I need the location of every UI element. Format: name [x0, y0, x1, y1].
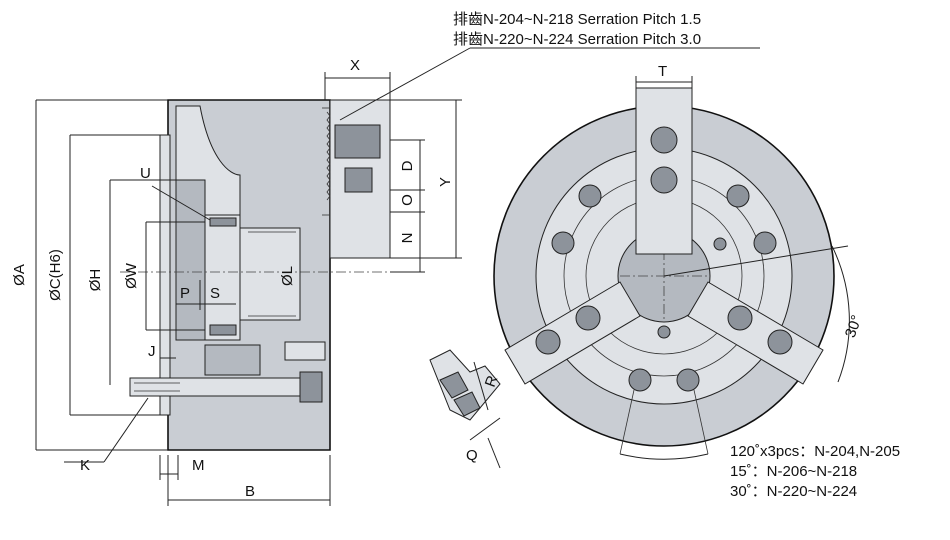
serration: [326, 111, 331, 201]
serration-detail: [429, 349, 501, 469]
angle-arc: [831, 245, 850, 383]
body-pin-1: [713, 237, 727, 251]
dim-A-label: ØA: [11, 264, 28, 286]
dim-Q-label: Q: [466, 447, 478, 464]
dim-L-label: ØL: [279, 266, 296, 286]
bolt-note-1: 120˚x3pcs：N-204,N-205: [730, 443, 900, 460]
dim-U-label: U: [140, 165, 151, 182]
jaw-lower-right: [687, 281, 824, 385]
spigot: [159, 134, 171, 416]
serration-note-2: 排齒N-220~N-224 Serration Pitch 3.0: [453, 31, 701, 48]
body-pin-2: [657, 325, 671, 339]
front-view: [493, 76, 850, 460]
dim-K-label: K: [80, 457, 90, 474]
mounting-bolt: [129, 377, 301, 397]
dim-O-label: O: [399, 194, 416, 206]
piston-cap-bottom: [209, 324, 237, 336]
body-bolt-4: [753, 231, 777, 255]
dim-M-label: M: [192, 457, 205, 474]
bolt-note-2: 15˚：N-206~N-218: [730, 463, 857, 480]
dim-C-label: ØC(H6): [47, 249, 64, 301]
piston: [204, 214, 241, 341]
jaw-screw-lower: [344, 167, 373, 193]
dim-J-label: J: [148, 343, 156, 360]
body-bolt-5: [628, 368, 652, 392]
jaw-lower-left: [504, 281, 641, 385]
jaw-left-bolt-1: [535, 329, 561, 355]
dim-angle-label: 30°: [842, 313, 866, 340]
jaw-right-bolt-1: [727, 305, 753, 331]
serration-note-1: 排齒N-204~N-218 Serration Pitch 1.5: [453, 11, 701, 28]
dim-Y-label: Y: [437, 177, 454, 187]
body-bolt-2: [726, 184, 750, 208]
dim-D-label: D: [399, 160, 416, 171]
dim-P-label: P: [180, 285, 190, 302]
bolt-head: [299, 371, 323, 403]
jaw-right-bolt-2: [767, 329, 793, 355]
lower-block: [204, 344, 261, 376]
jaw-top-bolt-1: [650, 126, 678, 154]
bolt-angle-arc: [619, 453, 709, 460]
piston-cap-top: [209, 217, 237, 227]
jaw-left-bolt-2: [575, 305, 601, 331]
body-bolt-1: [578, 184, 602, 208]
side-view: [35, 47, 760, 506]
body-bolt-3: [551, 231, 575, 255]
dim-N-label: N: [399, 233, 416, 244]
dim-H-label: ØH: [87, 269, 104, 292]
jaw-screw-upper: [334, 124, 381, 159]
bolt-note-3: 30˚：N-220~N-224: [730, 483, 857, 500]
dim-W-label: ØW: [123, 262, 140, 289]
section-cut: [175, 179, 206, 341]
jaw-top-bolt-2: [650, 166, 678, 194]
serration-tooth-1: [439, 371, 469, 399]
dim-T-label: T: [658, 63, 667, 80]
dim-X-label: X: [350, 57, 360, 74]
set-screw: [284, 341, 326, 361]
dim-B-label: B: [245, 483, 255, 500]
serration-tooth-2: [453, 391, 481, 417]
body-bolt-6: [676, 368, 700, 392]
dim-S-label: S: [210, 285, 220, 302]
